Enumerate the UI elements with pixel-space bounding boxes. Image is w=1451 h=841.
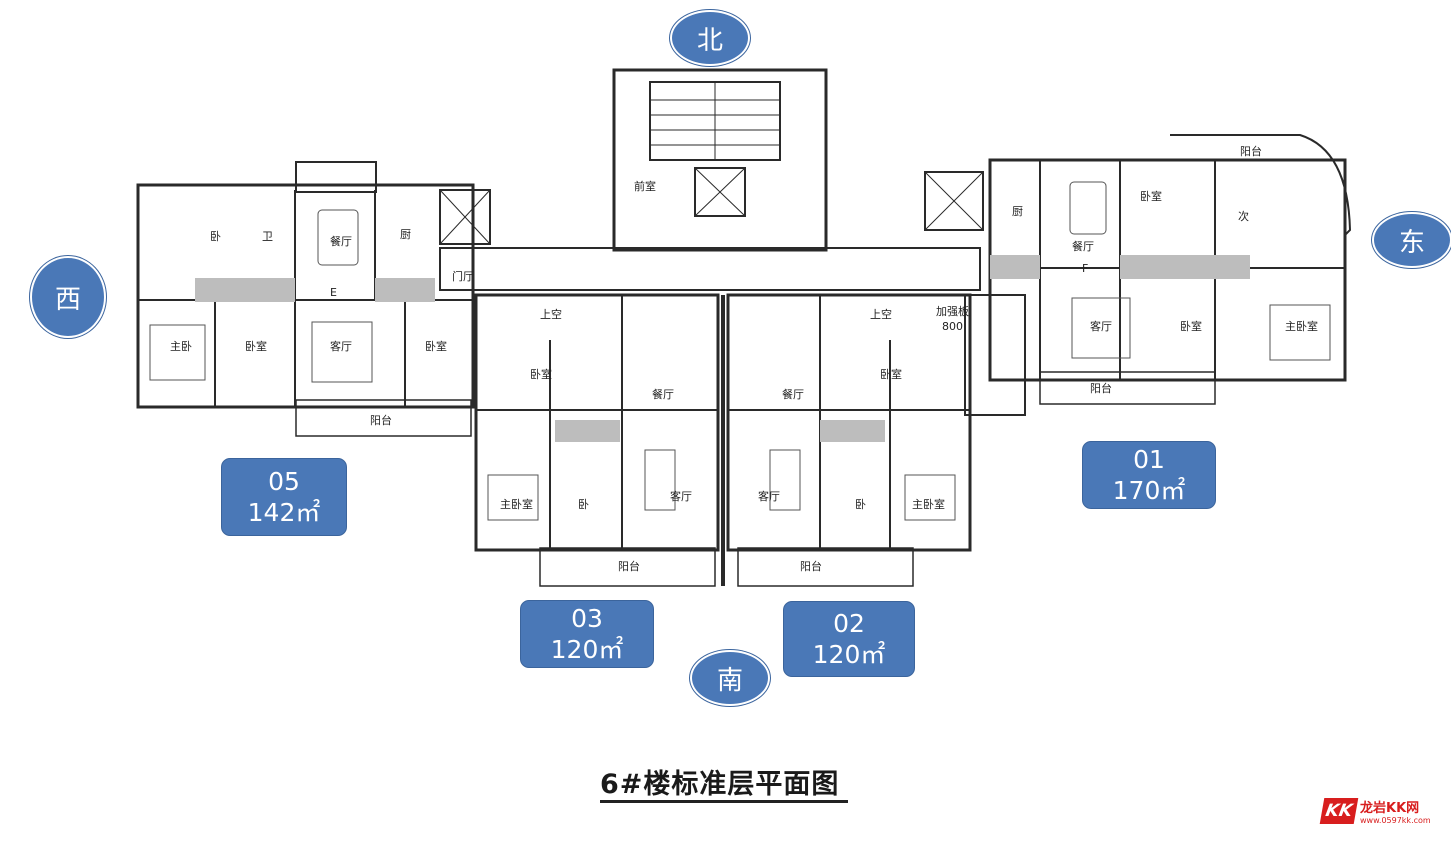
room-label-03-living: 客厅 xyxy=(670,489,692,503)
room-label-02-bed1: 卧室 xyxy=(880,367,902,381)
title-underline xyxy=(600,800,848,803)
stair-core xyxy=(612,68,828,252)
unit-area: 170㎡ xyxy=(1112,476,1186,505)
unit-box-01: 01 170㎡ xyxy=(1082,441,1216,509)
room-label-02-bed2: 卧 xyxy=(855,498,866,511)
logo-mark: KK xyxy=(1319,798,1359,824)
room-label-02-dining: 餐厅 xyxy=(782,387,804,401)
room-label-05-bath: 卫 xyxy=(262,230,273,243)
room-label-05-bed2: 卧室 xyxy=(245,339,267,353)
room-label-03-void: 上空 xyxy=(540,307,562,321)
unit-02-outline xyxy=(726,293,972,552)
room-label-03-bed1: 卧室 xyxy=(530,367,552,381)
room-label-02-master: 主卧室 xyxy=(912,497,945,511)
unit-id: 02 xyxy=(833,608,865,638)
room-label-02-dim: 800 xyxy=(942,320,963,333)
room-label-05-bed1: 卧 xyxy=(210,230,221,243)
unit-box-05: 05 142㎡ xyxy=(221,458,347,536)
unit-03-outline xyxy=(474,293,720,552)
unit-area: 142㎡ xyxy=(247,498,321,527)
unit-id: 03 xyxy=(571,603,603,633)
compass-north: 北 xyxy=(670,10,750,66)
room-label-02-balcony: 阳台 xyxy=(800,559,822,573)
room-label-05-living: 客厅 xyxy=(330,339,352,353)
room-label-05-kitchen: 厨 xyxy=(400,228,411,241)
room-label-01-second: 次 xyxy=(1238,209,1249,223)
unit-id: 05 xyxy=(268,466,300,496)
room-label-05-balcony: 阳台 xyxy=(370,413,392,427)
room-label-03-balcony: 阳台 xyxy=(618,559,640,573)
room-label-01-dining: 餐厅 xyxy=(1072,239,1094,253)
plan-title: 6#楼标准层平面图 xyxy=(600,769,840,800)
unit-area: 120㎡ xyxy=(550,635,624,664)
room-label-01-unit: F xyxy=(1082,262,1088,275)
room-label-lobby: 门厅 xyxy=(452,269,474,283)
room-label-01-master: 主卧室 xyxy=(1285,319,1318,333)
logo-name: 龙岩KK网 xyxy=(1360,801,1420,816)
compass-south: 南 xyxy=(690,650,770,706)
room-label-front-room: 前室 xyxy=(634,179,656,193)
room-label-01-living: 客厅 xyxy=(1090,319,1112,333)
room-label-02-living: 客厅 xyxy=(758,489,780,503)
compass-west: 西 xyxy=(30,256,106,338)
room-label-05-master: 主卧 xyxy=(170,340,192,353)
unit-box-03: 03 120㎡ xyxy=(520,600,654,668)
room-label-01-bed2: 卧室 xyxy=(1180,319,1202,333)
site-logo: KK 龙岩KK网 www.0597kk.com xyxy=(1319,796,1444,826)
unit-05-outline xyxy=(136,183,475,409)
room-label-01-balcony-top: 阳台 xyxy=(1240,144,1262,158)
elevator-shaft-core xyxy=(694,167,746,217)
unit-area: 120㎡ xyxy=(812,640,886,669)
room-label-05-unit: E xyxy=(330,286,337,299)
room-label-02-void: 上空 xyxy=(870,307,892,321)
unit-box-02: 02 120㎡ xyxy=(783,601,915,677)
room-label-01-kitchen: 厨 xyxy=(1012,205,1023,218)
room-label-05-bed3: 卧室 xyxy=(425,339,447,353)
room-label-01-balcony: 阳台 xyxy=(1090,381,1112,395)
room-label-03-bed2: 卧 xyxy=(578,498,589,511)
room-label-03-dining: 餐厅 xyxy=(652,387,674,401)
room-label-05-dining: 餐厅 xyxy=(330,234,352,248)
unit-id: 01 xyxy=(1133,444,1165,474)
room-label-01-bed1: 卧室 xyxy=(1140,189,1162,203)
compass-east: 东 xyxy=(1372,212,1451,268)
room-label-03-master: 主卧室 xyxy=(500,497,533,511)
logo-url: www.0597kk.com xyxy=(1360,816,1431,825)
room-label-02-basin: 加强板 xyxy=(936,304,969,318)
corridor xyxy=(439,247,981,291)
